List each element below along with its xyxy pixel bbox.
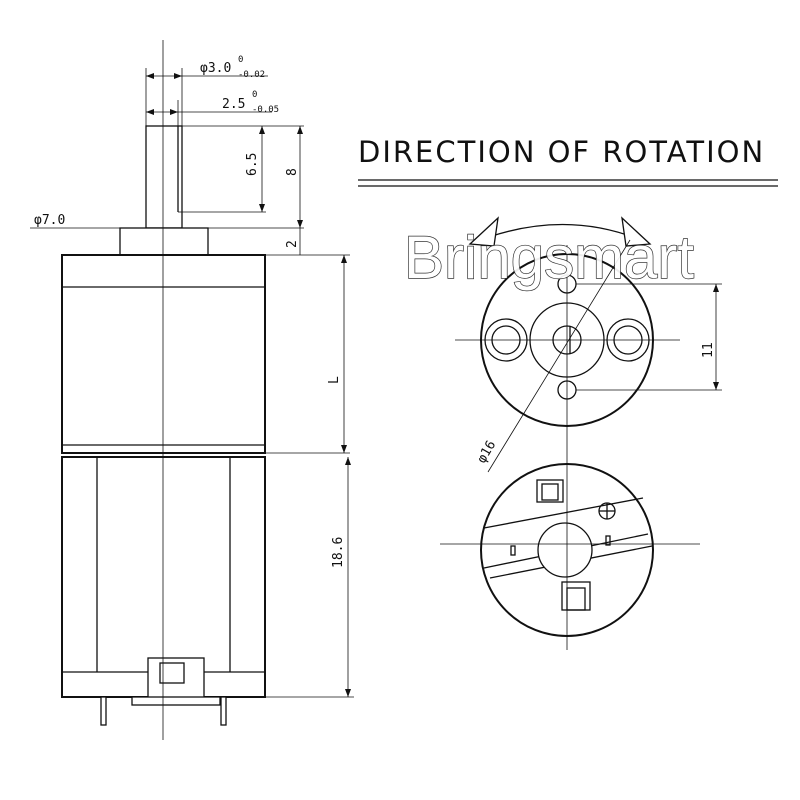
gearbox-length-label: L [327,376,342,384]
rear-hub [537,522,593,578]
shaft-boss [119,227,209,256]
side-view: φ3.0 0 -0.02 2.5 0 -0.05 6.5 8 2 φ7.0 [30,40,354,740]
face-diameter-label: φ16 [474,438,499,466]
rotation-arrow-left [468,216,499,247]
motor-length-label: 18.6 [331,537,346,568]
rotation-heading: DIRECTION OF ROTATION [358,135,778,187]
flat-width-label: 2.5 [222,97,245,112]
terminal-left [100,696,107,726]
boss-height-label: 2 [285,240,300,248]
svg-text:-0.02: -0.02 [238,70,265,80]
front-face-view: φ16 11 [455,216,722,473]
hole-spacing-label: 11 [701,342,716,358]
end-cap [147,657,205,704]
watermark-text: Bringsmart [404,224,694,291]
flat-length-label: 6.5 [245,153,260,176]
output-shaft [145,125,183,229]
heading-text: DIRECTION OF ROTATION [358,135,765,169]
gearbox-body [61,254,266,454]
terminal-right [220,696,227,726]
svg-text:0: 0 [252,90,257,100]
terminal-slot-bottom [561,581,591,611]
svg-text:0: 0 [238,55,243,65]
motor-body [61,456,266,698]
rear-end-view [440,440,700,650]
rotation-arrow-right [621,216,652,247]
shaft-diameter-label: φ3.0 [200,61,231,76]
terminal-slot-top [536,479,564,503]
boss-diameter-label: φ7.0 [34,213,65,228]
shaft-length-label: 8 [285,168,300,176]
svg-text:-0.05: -0.05 [252,105,279,115]
